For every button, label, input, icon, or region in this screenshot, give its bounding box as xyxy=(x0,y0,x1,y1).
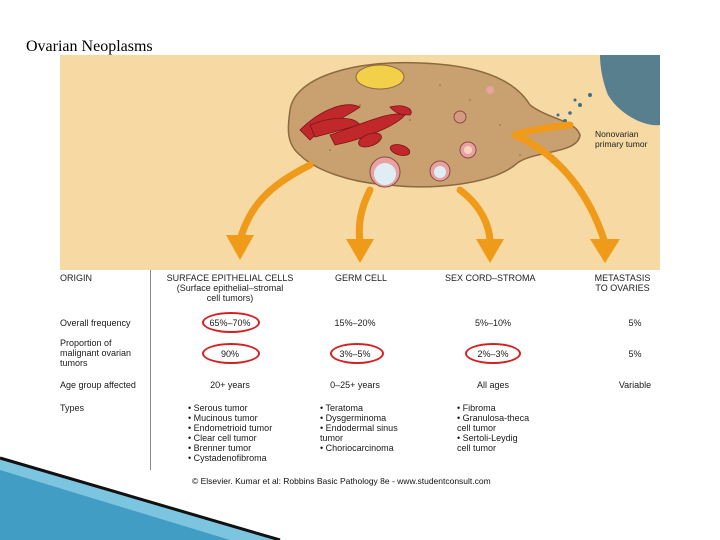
blood-vessels xyxy=(299,104,412,156)
row-label-types: Types xyxy=(60,403,85,413)
nonovarian-tumor xyxy=(600,55,660,126)
freq-germ-cell: 15%–20% xyxy=(334,318,376,328)
ovary-shape xyxy=(287,61,581,188)
types-germ-cell: • Teratoma • Dysgerminoma • Endodermal s… xyxy=(320,403,398,453)
spread-arrows xyxy=(236,121,609,247)
ovary-illustration xyxy=(226,55,660,263)
neoplasm-table: ORIGIN SURFACE EPITHELIAL CELLS (Surface… xyxy=(60,270,660,485)
column-divider xyxy=(150,270,151,470)
types-surface-epithelial: • Serous tumor • Mucinous tumor • Endome… xyxy=(188,403,273,463)
row-label-age-group: Age group affected xyxy=(60,380,136,390)
ovarian-neoplasm-figure: Nonovarian primary tumor ORIGIN SURFACE … xyxy=(60,55,660,485)
figure-credit: © Elsevier. Kumar et al: Robbins Basic P… xyxy=(192,476,491,486)
types-sex-cord: • Fibroma • Granulosa-theca cell tumor •… xyxy=(457,403,530,453)
header-surface-epithelial: SURFACE EPITHELIAL CELLS (Surface epithe… xyxy=(166,273,294,303)
header-sex-cord-stroma: SEX CORD–STROMA xyxy=(445,273,536,283)
age-germ-cell: 0–25+ years xyxy=(330,380,380,390)
ovary-texture xyxy=(319,84,521,166)
row-label-proportion-malignant: Proportion of malignant ovarian tumors xyxy=(60,338,132,368)
follicles xyxy=(369,86,494,188)
freq-metastasis: 5% xyxy=(628,318,642,328)
row-label-overall-frequency: Overall frequency xyxy=(60,318,131,328)
origin-header: ORIGIN xyxy=(60,273,93,283)
highlight-circle-surface-malignant xyxy=(202,343,260,364)
highlight-circle-germ-malignant xyxy=(330,343,384,364)
freq-sex-cord: 5%–10% xyxy=(474,318,512,328)
malignant-metastasis: 5% xyxy=(628,349,642,359)
highlight-circle-sex-cord-malignant xyxy=(465,343,521,364)
page-title: Ovarian Neoplasms xyxy=(26,38,153,55)
header-germ-cell: GERM CELL xyxy=(335,273,388,283)
nonovarian-tumor-label: Nonovarian primary tumor xyxy=(595,129,648,149)
header-metastasis: METASTASIS TO OVARIES xyxy=(594,273,651,293)
age-metastasis: Variable xyxy=(618,380,652,390)
age-sex-cord: All ages xyxy=(476,380,510,390)
age-surface-epithelial: 20+ years xyxy=(210,380,250,390)
corpus-luteum xyxy=(355,64,405,90)
tumor-cells xyxy=(556,93,592,123)
arrowheads xyxy=(226,235,620,263)
highlight-circle-surface-frequency xyxy=(202,312,260,333)
